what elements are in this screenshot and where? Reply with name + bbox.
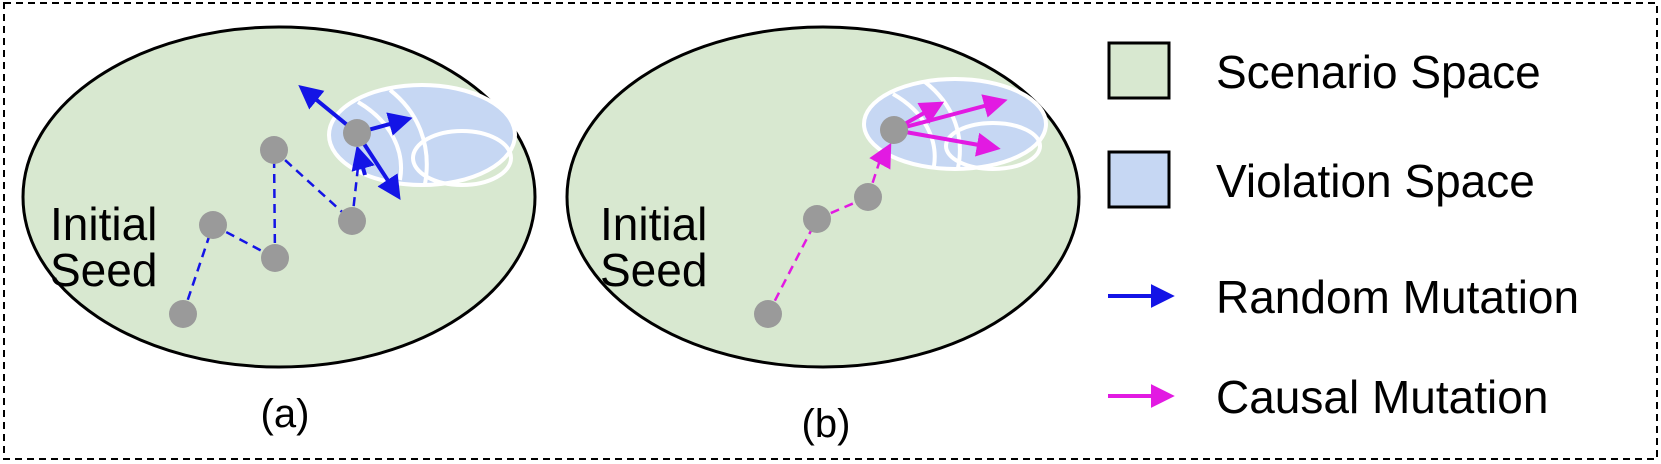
scenario-space-b — [565, 25, 1081, 369]
node — [261, 244, 289, 272]
figure-frame — [3, 2, 1658, 460]
node — [343, 119, 371, 147]
node — [260, 136, 288, 164]
causal-arrow — [869, 142, 892, 170]
seed-label-a-line1: Initial — [50, 198, 157, 250]
causal-arrow — [893, 128, 1001, 157]
nodes-a — [169, 119, 371, 328]
caption-a: (a) — [261, 392, 310, 436]
random-arrow — [351, 145, 375, 176]
legend-item-causal: Causal Mutation — [1108, 371, 1548, 423]
seed-label-b-line2: Seed — [600, 244, 707, 296]
random-path-a — [181, 149, 360, 315]
causal-arrow — [893, 94, 1008, 132]
legend-item-scenario: Scenario Space — [1107, 41, 1541, 100]
node — [338, 207, 366, 235]
blue-square-icon — [1107, 150, 1171, 209]
caption-b: (b) — [802, 402, 851, 446]
scenario-space-a — [21, 25, 537, 369]
legend-label: Random Mutation — [1216, 271, 1579, 323]
node — [803, 205, 831, 233]
legend-item-random: Random Mutation — [1108, 271, 1579, 323]
legend-item-violation: Violation Space — [1107, 150, 1535, 209]
legend-label: Scenario Space — [1216, 46, 1541, 98]
seed-node — [754, 300, 782, 328]
nodes-b — [754, 116, 908, 328]
seed-label-a-line2: Seed — [50, 244, 157, 296]
green-square-icon — [1107, 41, 1171, 100]
node — [880, 116, 908, 144]
panel-b: Initial Seed (b) — [565, 25, 1081, 446]
seed-label-b-line1: Initial — [600, 198, 707, 250]
seed-node — [169, 300, 197, 328]
legend-label: Violation Space — [1216, 155, 1535, 207]
node — [854, 183, 882, 211]
node — [199, 211, 227, 239]
legend: Scenario Space Violation Space Random Mu… — [1107, 41, 1579, 423]
legend-label: Causal Mutation — [1216, 371, 1548, 423]
panel-a: Initial Seed (a) — [21, 25, 537, 436]
